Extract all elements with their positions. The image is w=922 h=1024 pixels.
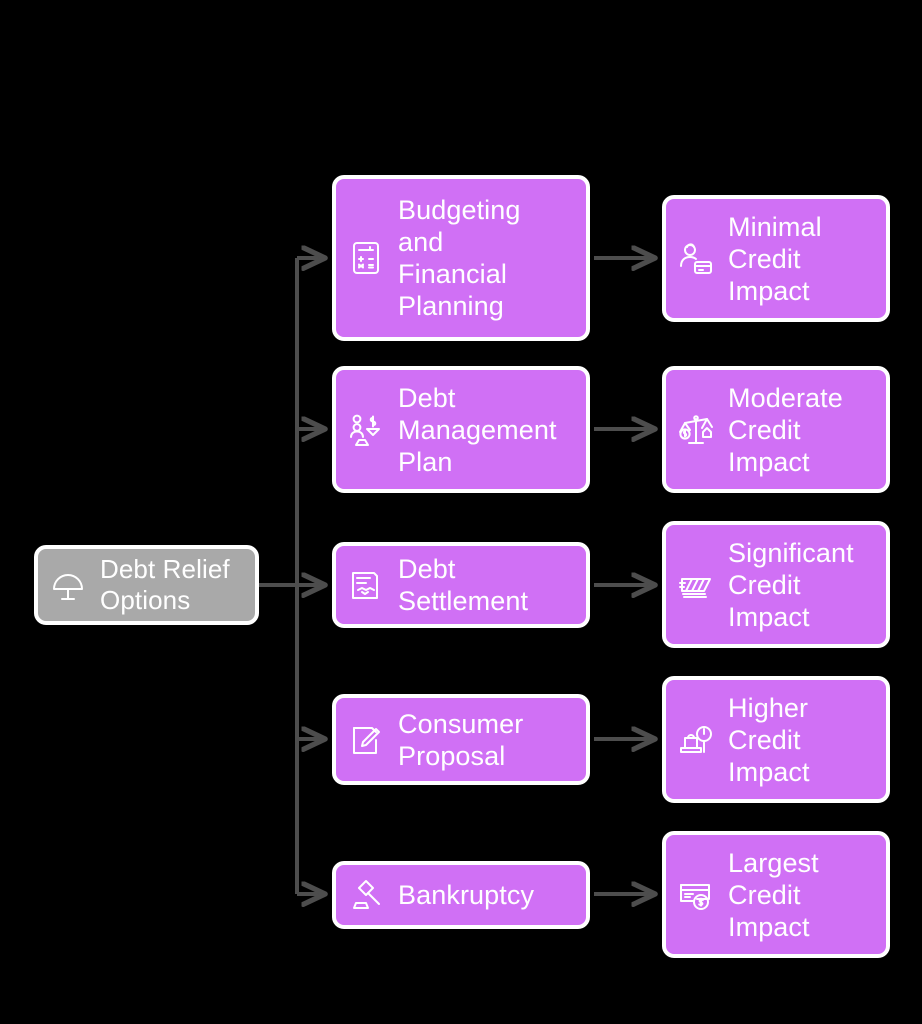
person-credit-card-icon	[676, 239, 716, 279]
node-label: Debt Management Plan	[398, 382, 557, 477]
node-debt-settlement[interactable]: Debt Settlement	[332, 542, 590, 628]
node-label: Higher Credit Impact	[728, 692, 810, 787]
umbrella-icon	[48, 565, 88, 605]
node-largest-credit-impact[interactable]: Largest Credit Impact	[662, 831, 890, 958]
node-significant-credit-impact[interactable]: Significant Credit Impact	[662, 521, 890, 648]
node-moderate-credit-impact[interactable]: Moderate Credit Impact	[662, 366, 890, 493]
node-consumer-proposal[interactable]: Consumer Proposal	[332, 694, 590, 785]
node-label: Minimal Credit Impact	[728, 211, 822, 306]
node-budgeting[interactable]: Budgeting and Financial Planning	[332, 175, 590, 341]
node-bankruptcy[interactable]: Bankruptcy	[332, 861, 590, 929]
gavel-icon	[346, 875, 386, 915]
node-minimal-credit-impact[interactable]: Minimal Credit Impact	[662, 195, 890, 322]
node-label: Consumer Proposal	[398, 708, 524, 771]
document-handshake-icon	[346, 565, 386, 605]
node-higher-credit-impact[interactable]: Higher Credit Impact	[662, 676, 890, 803]
node-label: Debt Relief Options	[100, 554, 230, 615]
money-scale-person-icon	[346, 410, 386, 450]
node-label: Budgeting and Financial Planning	[398, 195, 521, 321]
cash-stack-icon	[676, 565, 716, 605]
node-debt-relief-options[interactable]: Debt Relief Options	[34, 545, 259, 625]
node-debt-management-plan[interactable]: Debt Management Plan	[332, 366, 590, 493]
node-label: Largest Credit Impact	[728, 847, 819, 942]
node-label: Significant Credit Impact	[728, 537, 854, 632]
node-label: Debt Settlement	[398, 554, 529, 616]
credit-card-dollar-icon	[676, 875, 716, 915]
node-label: Bankruptcy	[398, 880, 535, 910]
bag-on-scale-icon	[676, 720, 716, 760]
balance-scale-icon	[676, 410, 716, 450]
document-pencil-icon	[346, 720, 386, 760]
node-label: Moderate Credit Impact	[728, 382, 843, 477]
calculator-icon	[346, 238, 386, 278]
